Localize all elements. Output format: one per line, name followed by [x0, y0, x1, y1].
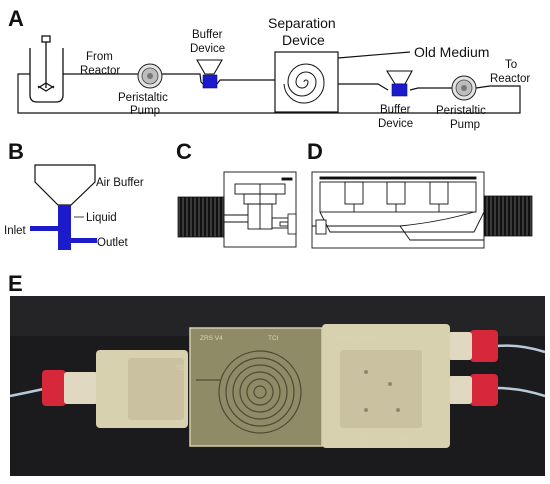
panel-a-letter: A: [8, 6, 24, 31]
label-buffer-bottom-1: Buffer: [380, 104, 411, 116]
label-liquid: Liquid: [86, 212, 117, 224]
label-separation-1: Separation: [268, 15, 336, 31]
panel-b: B Air Buffer Liquid Inlet Outlet: [4, 139, 144, 250]
flow-loop: [17, 51, 521, 114]
label-buffer-top-2: Device: [190, 43, 225, 55]
red-fittings: [42, 330, 498, 406]
panel-c: C: [176, 139, 297, 248]
peristaltic-pump-right: [451, 75, 477, 101]
label-pump-right-1: Peristaltic: [436, 105, 486, 117]
label-pump-right-2: Pump: [450, 119, 480, 131]
label-old-medium: Old Medium: [414, 44, 489, 60]
panel-b-letter: B: [8, 139, 24, 164]
photo-label-v4-left: V4: [176, 419, 184, 426]
label-pump-left-2: Pump: [130, 105, 160, 117]
photo-label-v4-right: V4: [360, 437, 368, 444]
photo-label-tci-left: TCI: [176, 365, 187, 372]
panel-d: D: [307, 139, 533, 249]
outlet-pipe: [71, 238, 97, 243]
liquid-column: [58, 205, 71, 250]
label-buffer-bottom-2: Device: [378, 118, 413, 130]
label-from-reactor-2: Reactor: [80, 65, 120, 77]
label-separation-2: Device: [282, 32, 325, 48]
thread-left-c: [177, 196, 225, 238]
buffer-device-top: [196, 59, 223, 89]
peristaltic-pump-left: [137, 63, 163, 89]
label-to-reactor-1: To: [505, 59, 517, 71]
photo-label-tci-right: TCI: [398, 437, 409, 444]
photo-label-chip-tag: TCI: [268, 335, 279, 342]
label-pump-left-1: Peristaltic: [118, 92, 168, 104]
air-buffer-funnel: [34, 164, 96, 206]
label-outlet: Outlet: [97, 237, 128, 249]
panel-e-letter: E: [8, 271, 23, 296]
photo-label-chip-name: ZRS V4: [200, 335, 223, 342]
thread-right-d: [483, 195, 533, 237]
reactor: [29, 35, 64, 103]
panel-d-letter: D: [307, 139, 323, 164]
label-buffer-top-1: Buffer: [192, 29, 223, 41]
photo-label-buffer-device: Puffer Device: [336, 335, 375, 342]
label-inlet: Inlet: [4, 225, 27, 237]
chip-spiral: [196, 350, 302, 434]
label-to-reactor-2: Reactor: [490, 73, 530, 85]
label-air-buffer: Air Buffer: [96, 177, 144, 189]
panel-a: A: [8, 6, 530, 131]
buffer-device-bottom: [386, 70, 413, 97]
panel-c-letter: C: [176, 139, 192, 164]
panel-e: E V4 TCI: [8, 271, 546, 476]
label-from-reactor-1: From: [86, 51, 113, 63]
separation-device: [274, 51, 339, 113]
inlet-pipe: [30, 226, 58, 231]
